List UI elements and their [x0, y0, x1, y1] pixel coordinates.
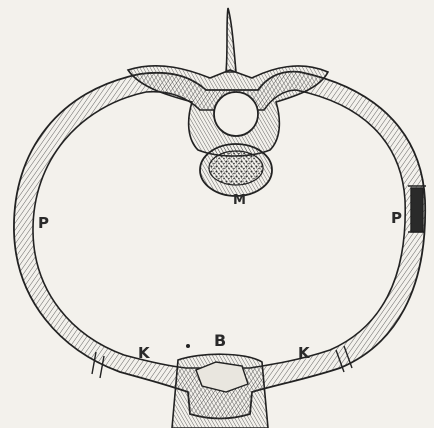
label-B: B [214, 333, 226, 349]
label-M: M [233, 194, 246, 207]
label-P-right: P [391, 211, 402, 226]
sternum [172, 354, 268, 428]
small-dot-mark [186, 344, 190, 348]
label-P-left: P [38, 216, 49, 231]
label-K-left: K [138, 346, 150, 361]
label-K-right: K [298, 346, 310, 361]
